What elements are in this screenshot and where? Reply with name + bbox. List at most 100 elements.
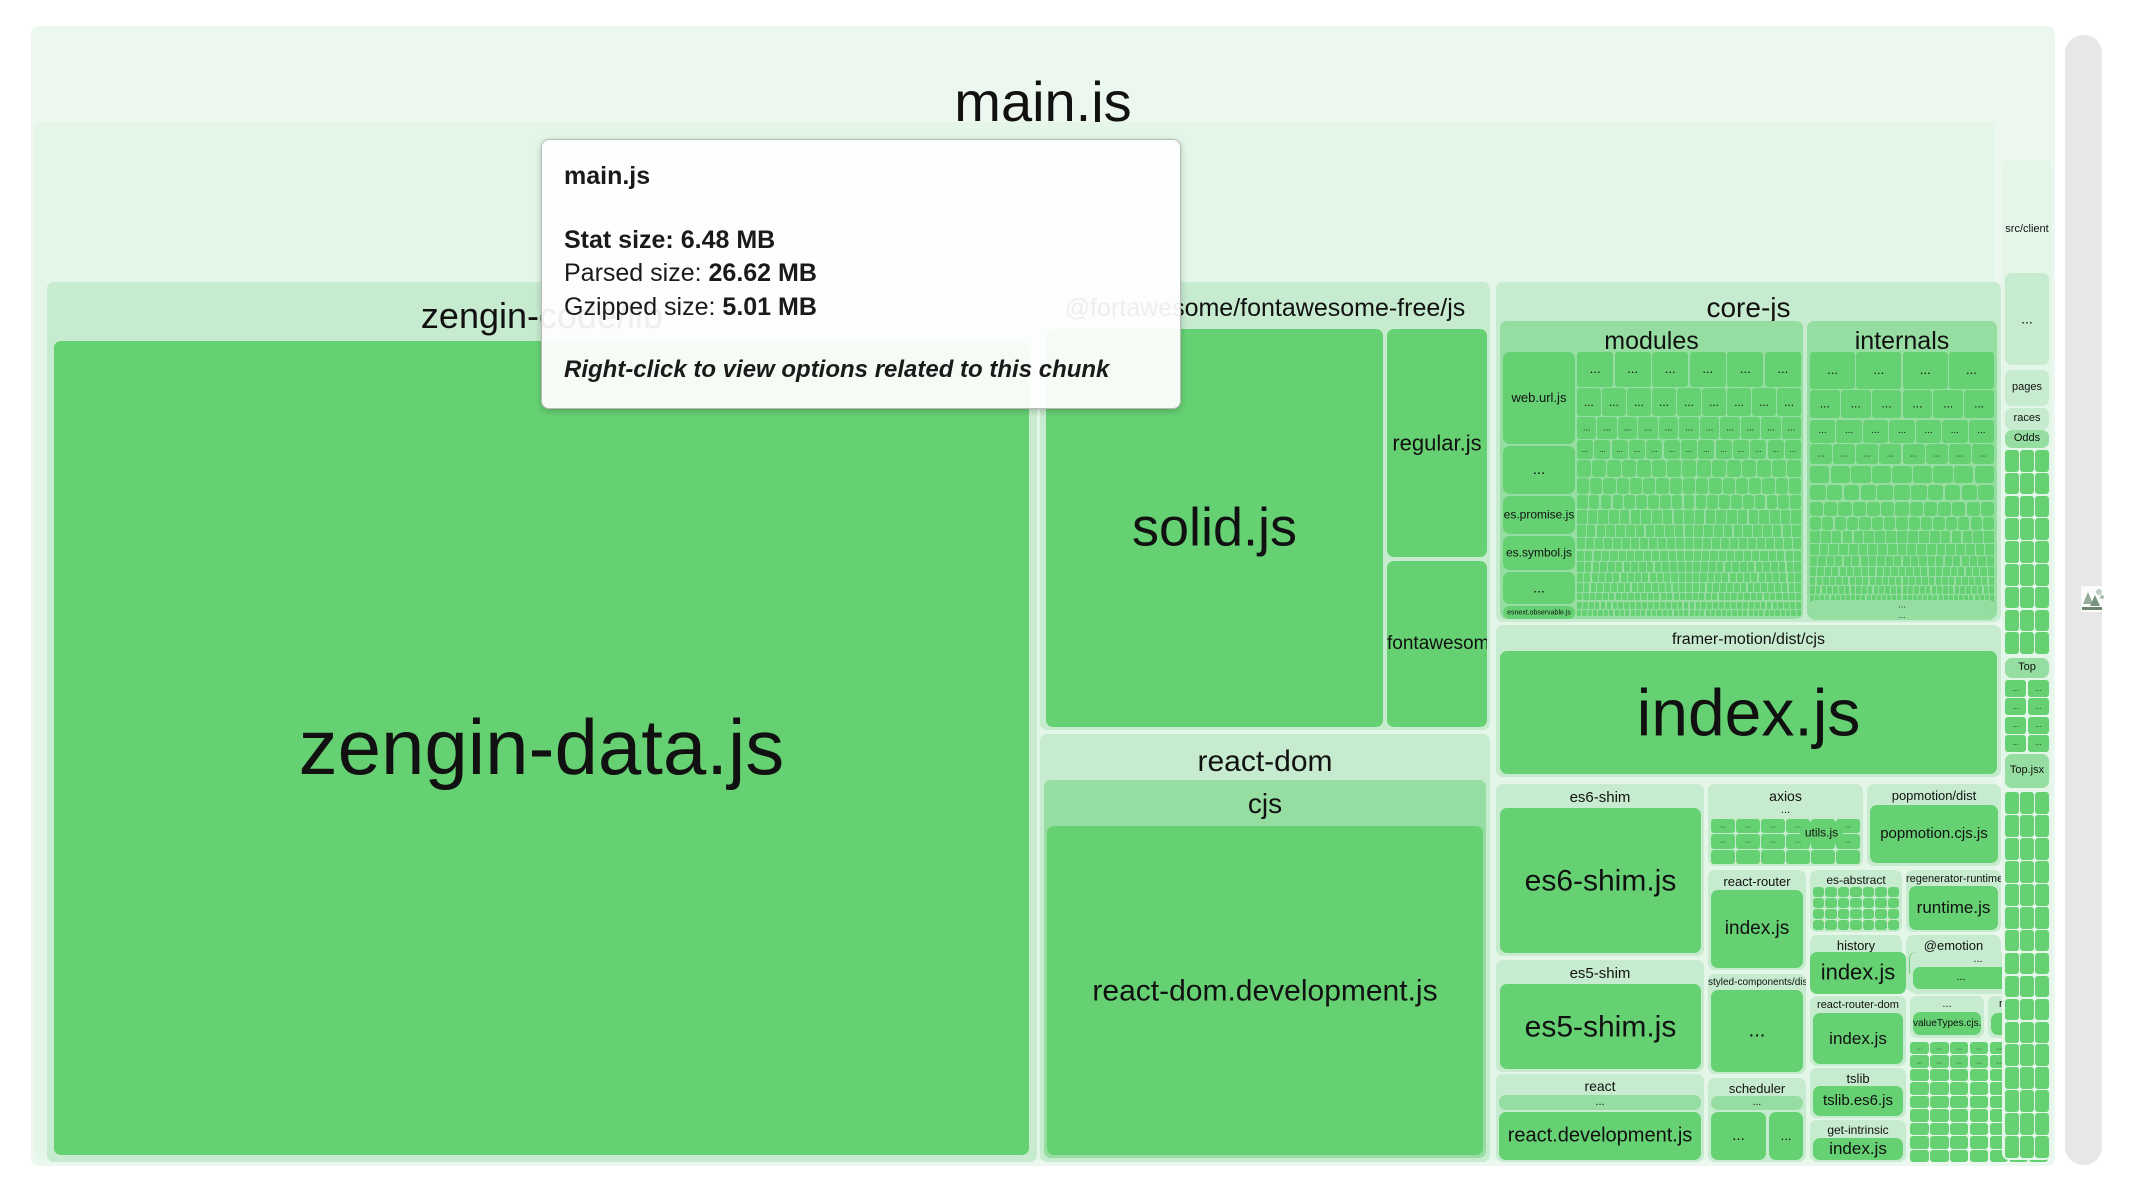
treemap-leaf[interactable] [1772,524,1782,537]
treemap-leaf[interactable] [1712,538,1720,550]
treemap-leaf[interactable] [1881,501,1895,517]
treemap-node-es-symbol-js[interactable]: es.symbol.js [1503,536,1575,570]
treemap-leaf[interactable] [1770,592,1776,601]
treemap-leaf[interactable] [1627,550,1635,562]
treemap-leaf[interactable] [1677,601,1683,609]
treemap-leaf[interactable] [1775,478,1788,494]
treemap-leaf[interactable] [1887,595,1892,603]
treemap-leaf[interactable] [1711,849,1735,864]
treemap-leaf[interactable] [1864,531,1875,544]
treemap-leaf[interactable] [1610,550,1618,562]
treemap-leaf[interactable] [1588,494,1600,510]
treemap-leaf[interactable]: ... [2027,716,2049,734]
treemap-leaf[interactable] [1652,583,1658,592]
treemap-leaf[interactable]: ... [1781,417,1801,439]
treemap-leaf[interactable] [1678,609,1684,617]
treemap-leaf[interactable] [1751,573,1758,583]
treemap-leaf[interactable] [1706,583,1713,592]
treemap-leaf[interactable]: ... [1736,819,1760,834]
treemap-node-odds[interactable]: Odds [2005,430,2049,448]
treemap-leaf[interactable] [1577,601,1582,609]
treemap-leaf[interactable] [1949,1109,1969,1122]
treemap-leaf[interactable] [1669,478,1682,494]
core-js-internals-grid[interactable]: ........................................… [1810,352,1994,604]
treemap-leaf[interactable] [1902,577,1908,586]
treemap-leaf[interactable] [2035,518,2049,540]
treemap-leaf[interactable] [2020,632,2034,654]
treemap-leaf[interactable] [1702,550,1710,562]
treemap-leaf[interactable] [1873,586,1879,594]
treemap-leaf[interactable] [1715,573,1722,583]
treemap-leaf[interactable] [1753,609,1759,617]
treemap-leaf[interactable] [1897,531,1907,544]
treemap-leaf[interactable] [1592,562,1600,573]
treemap-leaf[interactable]: ... [1879,444,1902,465]
treemap-leaf[interactable] [1705,510,1716,524]
treemap-leaf[interactable]: ... [1929,1042,1949,1055]
treemap-leaf[interactable] [1766,601,1772,609]
treemap-leaf[interactable] [1954,586,1960,594]
treemap-leaf[interactable] [2005,975,2019,998]
treemap-leaf[interactable] [1980,501,1994,517]
treemap-leaf[interactable]: ... [1948,444,1971,465]
treemap-leaf[interactable] [1667,538,1675,550]
treemap-node-framer-motion-index-js[interactable]: index.js [1500,651,1997,774]
treemap-leaf[interactable] [1952,501,1966,517]
treemap-leaf[interactable] [1837,920,1850,930]
treemap-leaf[interactable] [1665,524,1674,537]
treemap-leaf[interactable] [1884,517,1896,531]
treemap-leaf[interactable] [1586,538,1594,550]
treemap-leaf[interactable] [1654,592,1660,601]
treemap-leaf[interactable] [2005,860,2019,883]
treemap-leaf[interactable] [1861,595,1866,603]
treemap-leaf[interactable] [1969,1109,1989,1122]
treemap-leaf[interactable] [2005,1021,2019,1044]
treemap-leaf[interactable] [2005,632,2019,654]
treemap-leaf[interactable] [1631,538,1639,550]
treemap-leaf[interactable]: ... [1577,440,1594,459]
treemap-leaf[interactable] [1945,517,1957,531]
treemap-leaf[interactable] [1766,538,1774,550]
treemap-leaf[interactable]: ... [2005,734,2027,752]
treemap-leaf[interactable] [1810,544,1819,555]
treemap-leaf[interactable] [1744,573,1751,583]
treemap-leaf[interactable] [1871,465,1892,484]
treemap-leaf[interactable] [2020,860,2034,883]
treemap-leaf[interactable] [1662,510,1673,524]
treemap-leaf[interactable] [1584,573,1591,583]
treemap-leaf[interactable] [2035,1044,2049,1067]
treemap-leaf[interactable] [1923,501,1937,517]
treemap-leaf[interactable] [1654,601,1659,609]
treemap-leaf[interactable] [1646,562,1654,573]
treemap-leaf[interactable] [1944,556,1952,566]
treemap-leaf[interactable] [1703,538,1711,550]
treemap-leaf[interactable] [1656,573,1663,583]
treemap-leaf[interactable]: ... [1949,1055,1969,1068]
treemap-node-es-promise-js[interactable]: es.promise.js [1503,496,1575,534]
treemap-leaf[interactable] [1796,609,1801,617]
treemap-leaf[interactable] [1736,849,1760,864]
treemap-leaf[interactable] [1878,544,1887,555]
treemap-leaf[interactable] [1912,595,1917,603]
treemap-leaf[interactable]: ... [1964,389,1994,419]
treemap-leaf[interactable] [2020,929,2034,952]
treemap-leaf[interactable] [1784,538,1792,550]
treemap-leaf[interactable] [1722,573,1729,583]
treemap-leaf[interactable] [1593,609,1598,617]
treemap-leaf[interactable] [1929,1136,1949,1149]
treemap-leaf[interactable] [1705,592,1711,601]
treemap-leaf[interactable] [1768,550,1776,562]
treemap-leaf[interactable] [2005,1113,2019,1136]
treemap-leaf[interactable] [1850,898,1862,908]
treemap-leaf[interactable] [1902,586,1908,594]
treemap-leaf[interactable] [1837,898,1850,908]
treemap-leaf[interactable] [1618,550,1626,562]
treemap-leaf[interactable]: ... [1750,440,1767,459]
treemap-leaf[interactable] [1846,595,1850,603]
treemap-leaf[interactable] [1754,494,1766,510]
treemap-leaf[interactable] [1887,898,1899,908]
treemap-leaf[interactable] [1582,601,1588,609]
treemap-leaf[interactable] [1685,538,1693,550]
treemap-leaf[interactable] [1674,524,1684,537]
